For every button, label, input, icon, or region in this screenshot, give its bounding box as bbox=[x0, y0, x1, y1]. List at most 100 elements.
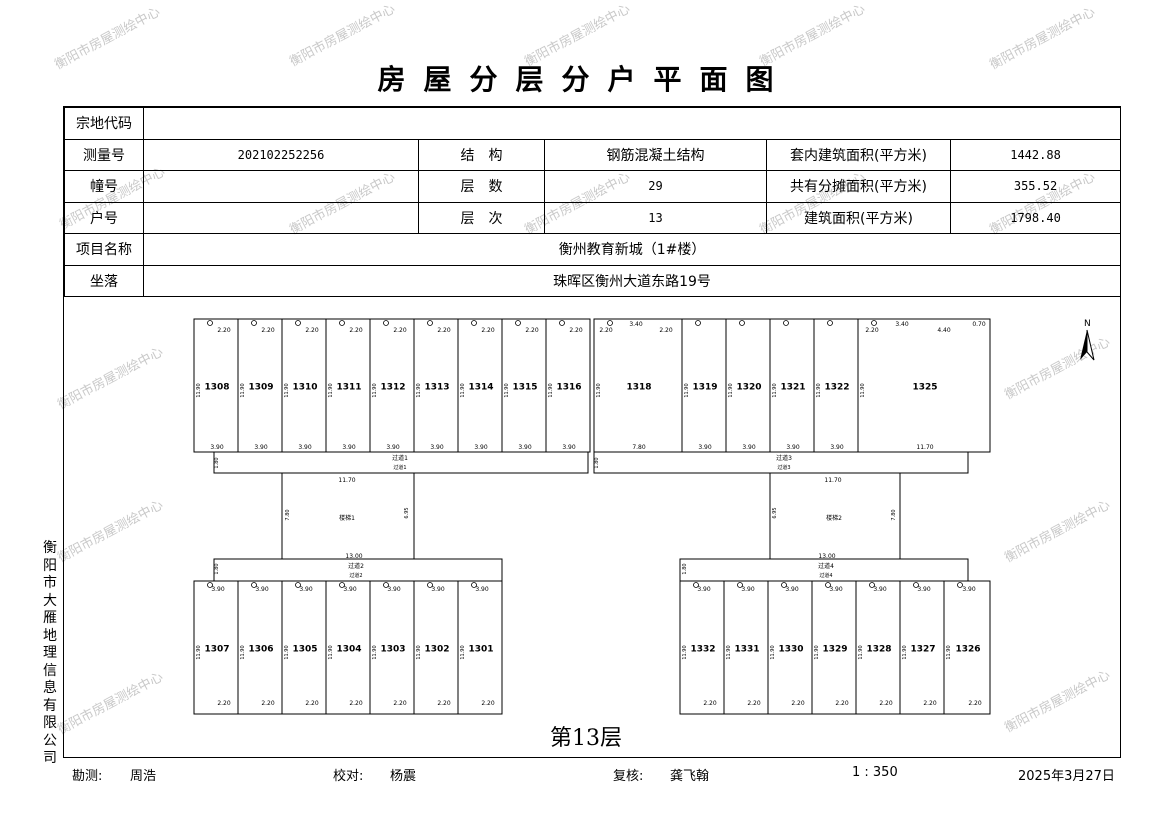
stair-label: 楼梯2 bbox=[826, 514, 842, 522]
table-row: 幢号 层 数 29 共有分摊面积(平方米) 355.52 bbox=[64, 170, 1122, 203]
corridor-label: 过道4 bbox=[818, 562, 834, 570]
unit-block bbox=[679, 580, 991, 715]
unit-label: 1330 bbox=[778, 645, 803, 655]
door-mark bbox=[827, 320, 833, 326]
door-mark bbox=[207, 582, 213, 588]
unit-label: 1306 bbox=[248, 645, 273, 655]
dimension-label: 7.80 bbox=[285, 509, 291, 520]
dimension-label: 7.80 bbox=[891, 509, 897, 520]
dimension-label: 3.90 bbox=[741, 586, 755, 593]
dimension-label: 2.20 bbox=[865, 327, 879, 334]
page-title: 房屋分层分户平面图 bbox=[377, 63, 792, 96]
dimension-label: 3.90 bbox=[562, 444, 576, 451]
gongyou-value: 355.52 bbox=[949, 170, 1122, 203]
dimension-label: 2.20 bbox=[261, 327, 275, 334]
dimension-label: 3.90 bbox=[431, 586, 445, 593]
north-arrow-right bbox=[1086, 329, 1095, 361]
unit-label: 1305 bbox=[292, 645, 317, 655]
floor-plan: 1308 11.90 3.90 1309 11.90 3.90 1310 11.90 3.90 1… bbox=[64, 296, 1120, 757]
zongdi-value bbox=[142, 107, 1122, 140]
zuoluo-value: 珠晖区衡州大道东路19号 bbox=[142, 264, 1122, 297]
dimension-label: 2.20 bbox=[879, 700, 893, 707]
door-mark bbox=[695, 320, 701, 326]
unit-label: 1318 bbox=[626, 383, 651, 393]
dimension-label: 11.90 bbox=[372, 383, 378, 397]
unit-label: 1304 bbox=[336, 645, 361, 655]
north-arrow-icon: N bbox=[1080, 319, 1095, 361]
jianzhu-label: 建筑面积(平方米) bbox=[766, 201, 951, 234]
door-mark bbox=[427, 582, 433, 588]
unit-label: 1325 bbox=[912, 383, 937, 393]
celiang-label: 测量号 bbox=[64, 138, 144, 171]
footer-fuhe-name: 龚飞翰 bbox=[670, 769, 710, 784]
stair-label: 楼梯1 bbox=[339, 514, 355, 522]
dimension-label: 11.70 bbox=[916, 444, 933, 451]
unit-label: 1309 bbox=[248, 383, 273, 393]
unit-label: 1308 bbox=[204, 383, 229, 393]
door-mark bbox=[427, 320, 433, 326]
dimension-label: 1.80 bbox=[594, 457, 600, 468]
door-mark bbox=[207, 320, 213, 326]
dimension-label: 3.90 bbox=[785, 586, 799, 593]
dimension-label: 2.20 bbox=[968, 700, 982, 707]
dimension-label: 11.90 bbox=[328, 645, 334, 659]
dimension-label: 2.20 bbox=[437, 327, 451, 334]
dimension-label: 3.90 bbox=[255, 586, 269, 593]
dimension-label: 2.20 bbox=[791, 700, 805, 707]
dimension-label: 11.90 bbox=[460, 383, 466, 397]
unit-label: 1320 bbox=[736, 383, 761, 393]
dimension-label: 11.90 bbox=[814, 645, 820, 659]
zuoluo-label: 坐落 bbox=[64, 264, 144, 297]
door-mark bbox=[295, 320, 301, 326]
corridor-label: 过道3 bbox=[777, 464, 790, 471]
dimension-label: 7.80 bbox=[632, 444, 646, 451]
zhuang-value bbox=[143, 170, 419, 203]
dimension-label: 3.90 bbox=[298, 444, 312, 451]
unit-label: 1319 bbox=[692, 383, 717, 393]
door-mark bbox=[339, 320, 345, 326]
dimension-label: 3.90 bbox=[830, 444, 844, 451]
dimension-label: 11.90 bbox=[860, 383, 866, 397]
door-mark bbox=[251, 320, 257, 326]
unit-label: 1316 bbox=[556, 383, 581, 393]
dimension-label: 11.90 bbox=[328, 383, 334, 397]
corridor-label: 过道3 bbox=[776, 454, 792, 462]
door-mark bbox=[871, 320, 877, 326]
dimension-label: 2.20 bbox=[569, 327, 583, 334]
dimension-label: 11.90 bbox=[728, 383, 734, 397]
dimension-label: 3.90 bbox=[698, 444, 712, 451]
dimension-label: 11.90 bbox=[816, 383, 822, 397]
celiang-value: 202102252256 bbox=[143, 138, 419, 171]
dimension-label: 2.20 bbox=[599, 327, 613, 334]
dimension-label: 3.90 bbox=[475, 586, 489, 593]
dimension-label: 11.90 bbox=[372, 645, 378, 659]
dimension-label: 11.90 bbox=[504, 383, 510, 397]
door-mark bbox=[825, 582, 831, 588]
dimension-label: 3.90 bbox=[829, 586, 843, 593]
table-row: 宗地代码 bbox=[64, 107, 1122, 140]
zhuang-label: 幢号 bbox=[64, 170, 144, 203]
dimension-label: 2.20 bbox=[217, 700, 231, 707]
dimension-label: 2.20 bbox=[525, 327, 539, 334]
dimension-label: 2.20 bbox=[659, 327, 673, 334]
dimension-label: 3.90 bbox=[254, 444, 268, 451]
dimension-label: 3.90 bbox=[518, 444, 532, 451]
dimension-label: 2.20 bbox=[305, 327, 319, 334]
dimension-label: 2.20 bbox=[349, 327, 363, 334]
dimension-label: 6.95 bbox=[404, 507, 410, 518]
unit-label: 1328 bbox=[866, 645, 891, 655]
dimension-label: 11.90 bbox=[770, 645, 776, 659]
dimension-label: 3.90 bbox=[917, 586, 931, 593]
dimension-label: 3.40 bbox=[629, 321, 643, 328]
door-mark bbox=[783, 320, 789, 326]
dimension-label: 2.20 bbox=[393, 700, 407, 707]
unit-label: 1331 bbox=[734, 645, 759, 655]
unit-label: 1302 bbox=[424, 645, 449, 655]
door-mark bbox=[737, 582, 743, 588]
hu-value bbox=[143, 201, 419, 234]
door-mark bbox=[957, 582, 963, 588]
footer-jiaodui-label: 校对: bbox=[333, 769, 364, 784]
unit-label: 1310 bbox=[292, 383, 317, 393]
dimension-label: 11.90 bbox=[858, 645, 864, 659]
corridor-label: 过道4 bbox=[819, 572, 832, 579]
